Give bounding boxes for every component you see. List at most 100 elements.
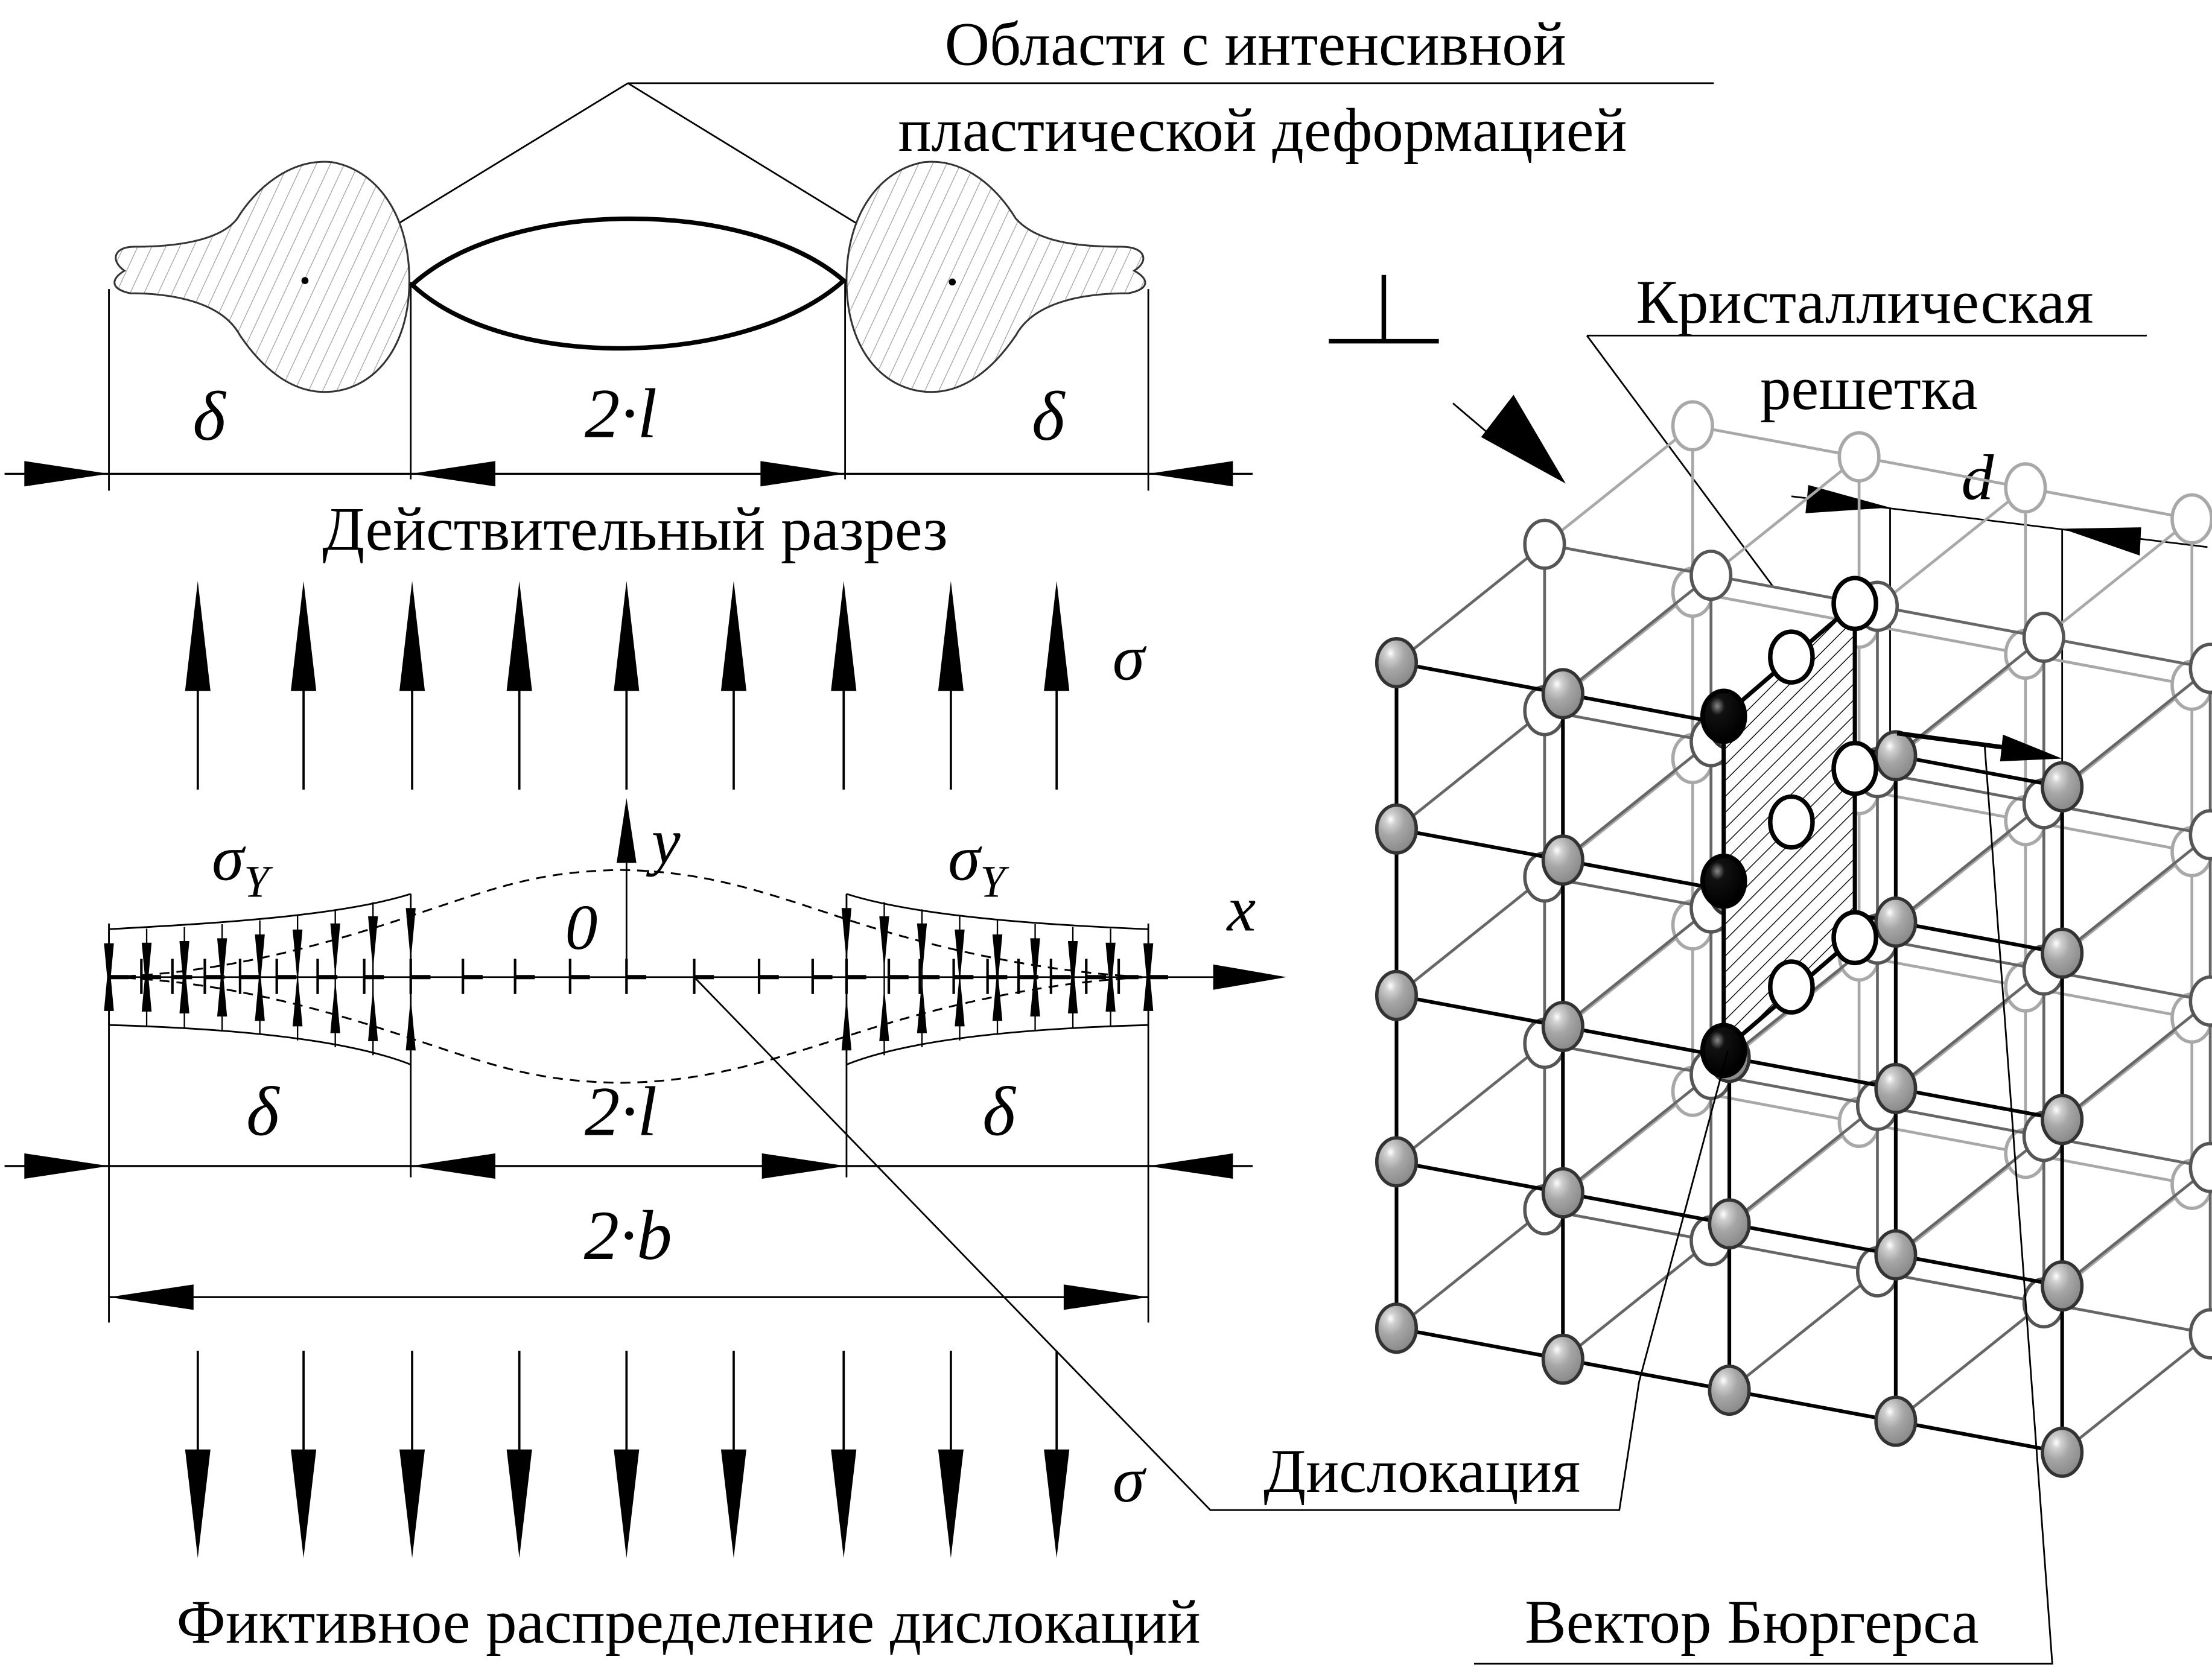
atom-black	[1700, 1023, 1747, 1079]
lattice-bond-horizontal	[1877, 604, 2044, 639]
cohesive-arrow-up	[179, 960, 189, 1013]
sigma-label-top: σ	[1113, 623, 1147, 694]
atom-white	[2188, 1308, 2212, 1360]
plastic-zones-label-line1: Области с интенсивной	[945, 10, 1566, 79]
sigma-arrow-head-up	[399, 580, 425, 691]
dim-arrow	[1148, 1153, 1233, 1179]
atom-gray	[1375, 803, 1419, 855]
lattice-bond-depth	[1728, 1104, 1878, 1225]
cohesive-zone-left-bottom	[109, 1024, 412, 1065]
atom-gray	[2041, 761, 2084, 813]
sigma-arrow-head-down	[185, 1449, 211, 1558]
cohesive-zone-right-top	[846, 893, 1149, 930]
pointer-arrow-head	[1481, 395, 1566, 484]
cohesive-arrow-up	[992, 967, 1003, 1021]
fictitious-dislocation-section: y x 0 σY σY δ 2·l δ	[4, 798, 1640, 1511]
real-crack-section: Области с интенсивной пластической дефор…	[4, 10, 1714, 564]
cohesive-arrow-down	[368, 916, 378, 970]
leader-dot-right	[949, 278, 956, 286]
atom-white	[2022, 611, 2065, 663]
dislocation-core-leader-line	[1638, 1050, 1729, 1382]
atom-gray	[2041, 1260, 2084, 1312]
lattice-bond-depth	[1396, 709, 1546, 831]
atom-gray	[1708, 1365, 1751, 1416]
crystal-lattice-leader-line	[1586, 335, 1774, 588]
dim-arrow	[410, 461, 495, 487]
cohesive-arrow-up	[255, 967, 265, 1021]
lattice-bond-horizontal	[1396, 827, 1563, 862]
lattice-bond-depth	[1396, 1208, 1546, 1330]
lattice-bond-horizontal	[1729, 1055, 1896, 1091]
atom-white-half-plane	[1768, 629, 1815, 685]
real-crack-opening	[408, 216, 847, 351]
dim-arrow	[1148, 461, 1233, 487]
lattice-bond-depth	[1543, 425, 1694, 546]
atom-white	[1689, 550, 1733, 601]
lattice-bond-depth	[1562, 1073, 1712, 1194]
cohesive-arrow-down	[992, 934, 1003, 988]
two-l-label-top: 2·l	[585, 375, 657, 453]
cohesive-arrow-up	[1067, 960, 1078, 1013]
dim-arrow	[2062, 527, 2141, 556]
sigma-arrow-head-down	[614, 1449, 640, 1558]
cohesive-arrow-up	[879, 988, 889, 1041]
atom-white	[2188, 642, 2212, 694]
lattice-bond-horizontal	[1895, 1086, 2063, 1121]
atom-white	[2188, 809, 2212, 861]
lattice-bond-horizontal	[1692, 424, 1860, 458]
fictitious-crack-profile-bottom	[109, 976, 1149, 1084]
lattice-bond-horizontal	[2043, 636, 2211, 670]
atom-gray	[1375, 969, 1419, 1021]
lattice-bond-depth	[1562, 740, 1712, 861]
sigma-arrow-head-down	[291, 1449, 317, 1558]
atom-white	[2170, 493, 2212, 545]
lattice-bond-horizontal	[1895, 1419, 2063, 1454]
dim-arrow	[1063, 1284, 1149, 1310]
atom-white-half-plane	[1831, 741, 1878, 796]
lattice-bond-depth	[1895, 1301, 2045, 1422]
atom-white-half-plane	[1768, 794, 1815, 850]
sigma-arrow-head-up	[185, 580, 211, 691]
crystal-lattice-label-line2: решетка	[1760, 354, 1978, 423]
lattice-bond-depth	[1877, 486, 2027, 607]
lattice-bond-depth	[1728, 1270, 1878, 1392]
lattice-bond-depth	[1562, 907, 1712, 1028]
atom-white	[2188, 975, 2212, 1027]
cohesive-arrow-up	[292, 972, 303, 1027]
half-plane-atoms	[1700, 576, 1878, 1079]
atom-gray	[2041, 1094, 2084, 1146]
sigma-arrow-head-down	[506, 1449, 532, 1558]
cohesive-zone-right-bottom	[846, 1024, 1149, 1065]
dislocation-leader-line	[693, 976, 1640, 1511]
sigma-arrow-head-up	[506, 580, 532, 691]
lattice-bond-depth	[1562, 1239, 1712, 1360]
tensile-stress-arrows-up	[185, 580, 1070, 790]
lattice-bond-horizontal	[1396, 994, 1563, 1029]
atom-white	[1837, 431, 1881, 483]
lattice-bond-depth	[1562, 574, 1712, 695]
sigma-arrow-head-up	[291, 580, 317, 691]
y-axis-label: y	[646, 805, 681, 877]
atom-gray	[1874, 1062, 1918, 1114]
atom-gray	[1874, 730, 1918, 782]
sigma-arrow-head-up	[614, 580, 640, 691]
atom-white	[2188, 1141, 2212, 1193]
sigma-y-label-left: σY	[212, 822, 273, 907]
sigma-arrow-head-up	[938, 580, 964, 691]
lattice-bond-depth	[2061, 1000, 2211, 1121]
dim-arrow	[24, 461, 109, 487]
atom-gray	[2041, 927, 2084, 979]
lattice-bond-depth	[1396, 543, 1546, 664]
atom-gray	[1541, 834, 1584, 886]
lattice-bond-horizontal	[1729, 1388, 1896, 1423]
dim-arrow	[24, 1153, 109, 1179]
cohesive-arrow-up	[955, 972, 965, 1027]
leader-dot-left	[301, 277, 309, 284]
sigma-label-bottom: σ	[1113, 1444, 1147, 1516]
burgers-vector-arrowhead	[2000, 734, 2062, 762]
atom-gray	[1874, 896, 1918, 948]
cohesive-arrow-up	[141, 958, 152, 1012]
sigma-y-label-right: σY	[948, 822, 1009, 907]
lattice-bond-depth	[1396, 875, 1546, 997]
atom-black	[1700, 688, 1747, 744]
